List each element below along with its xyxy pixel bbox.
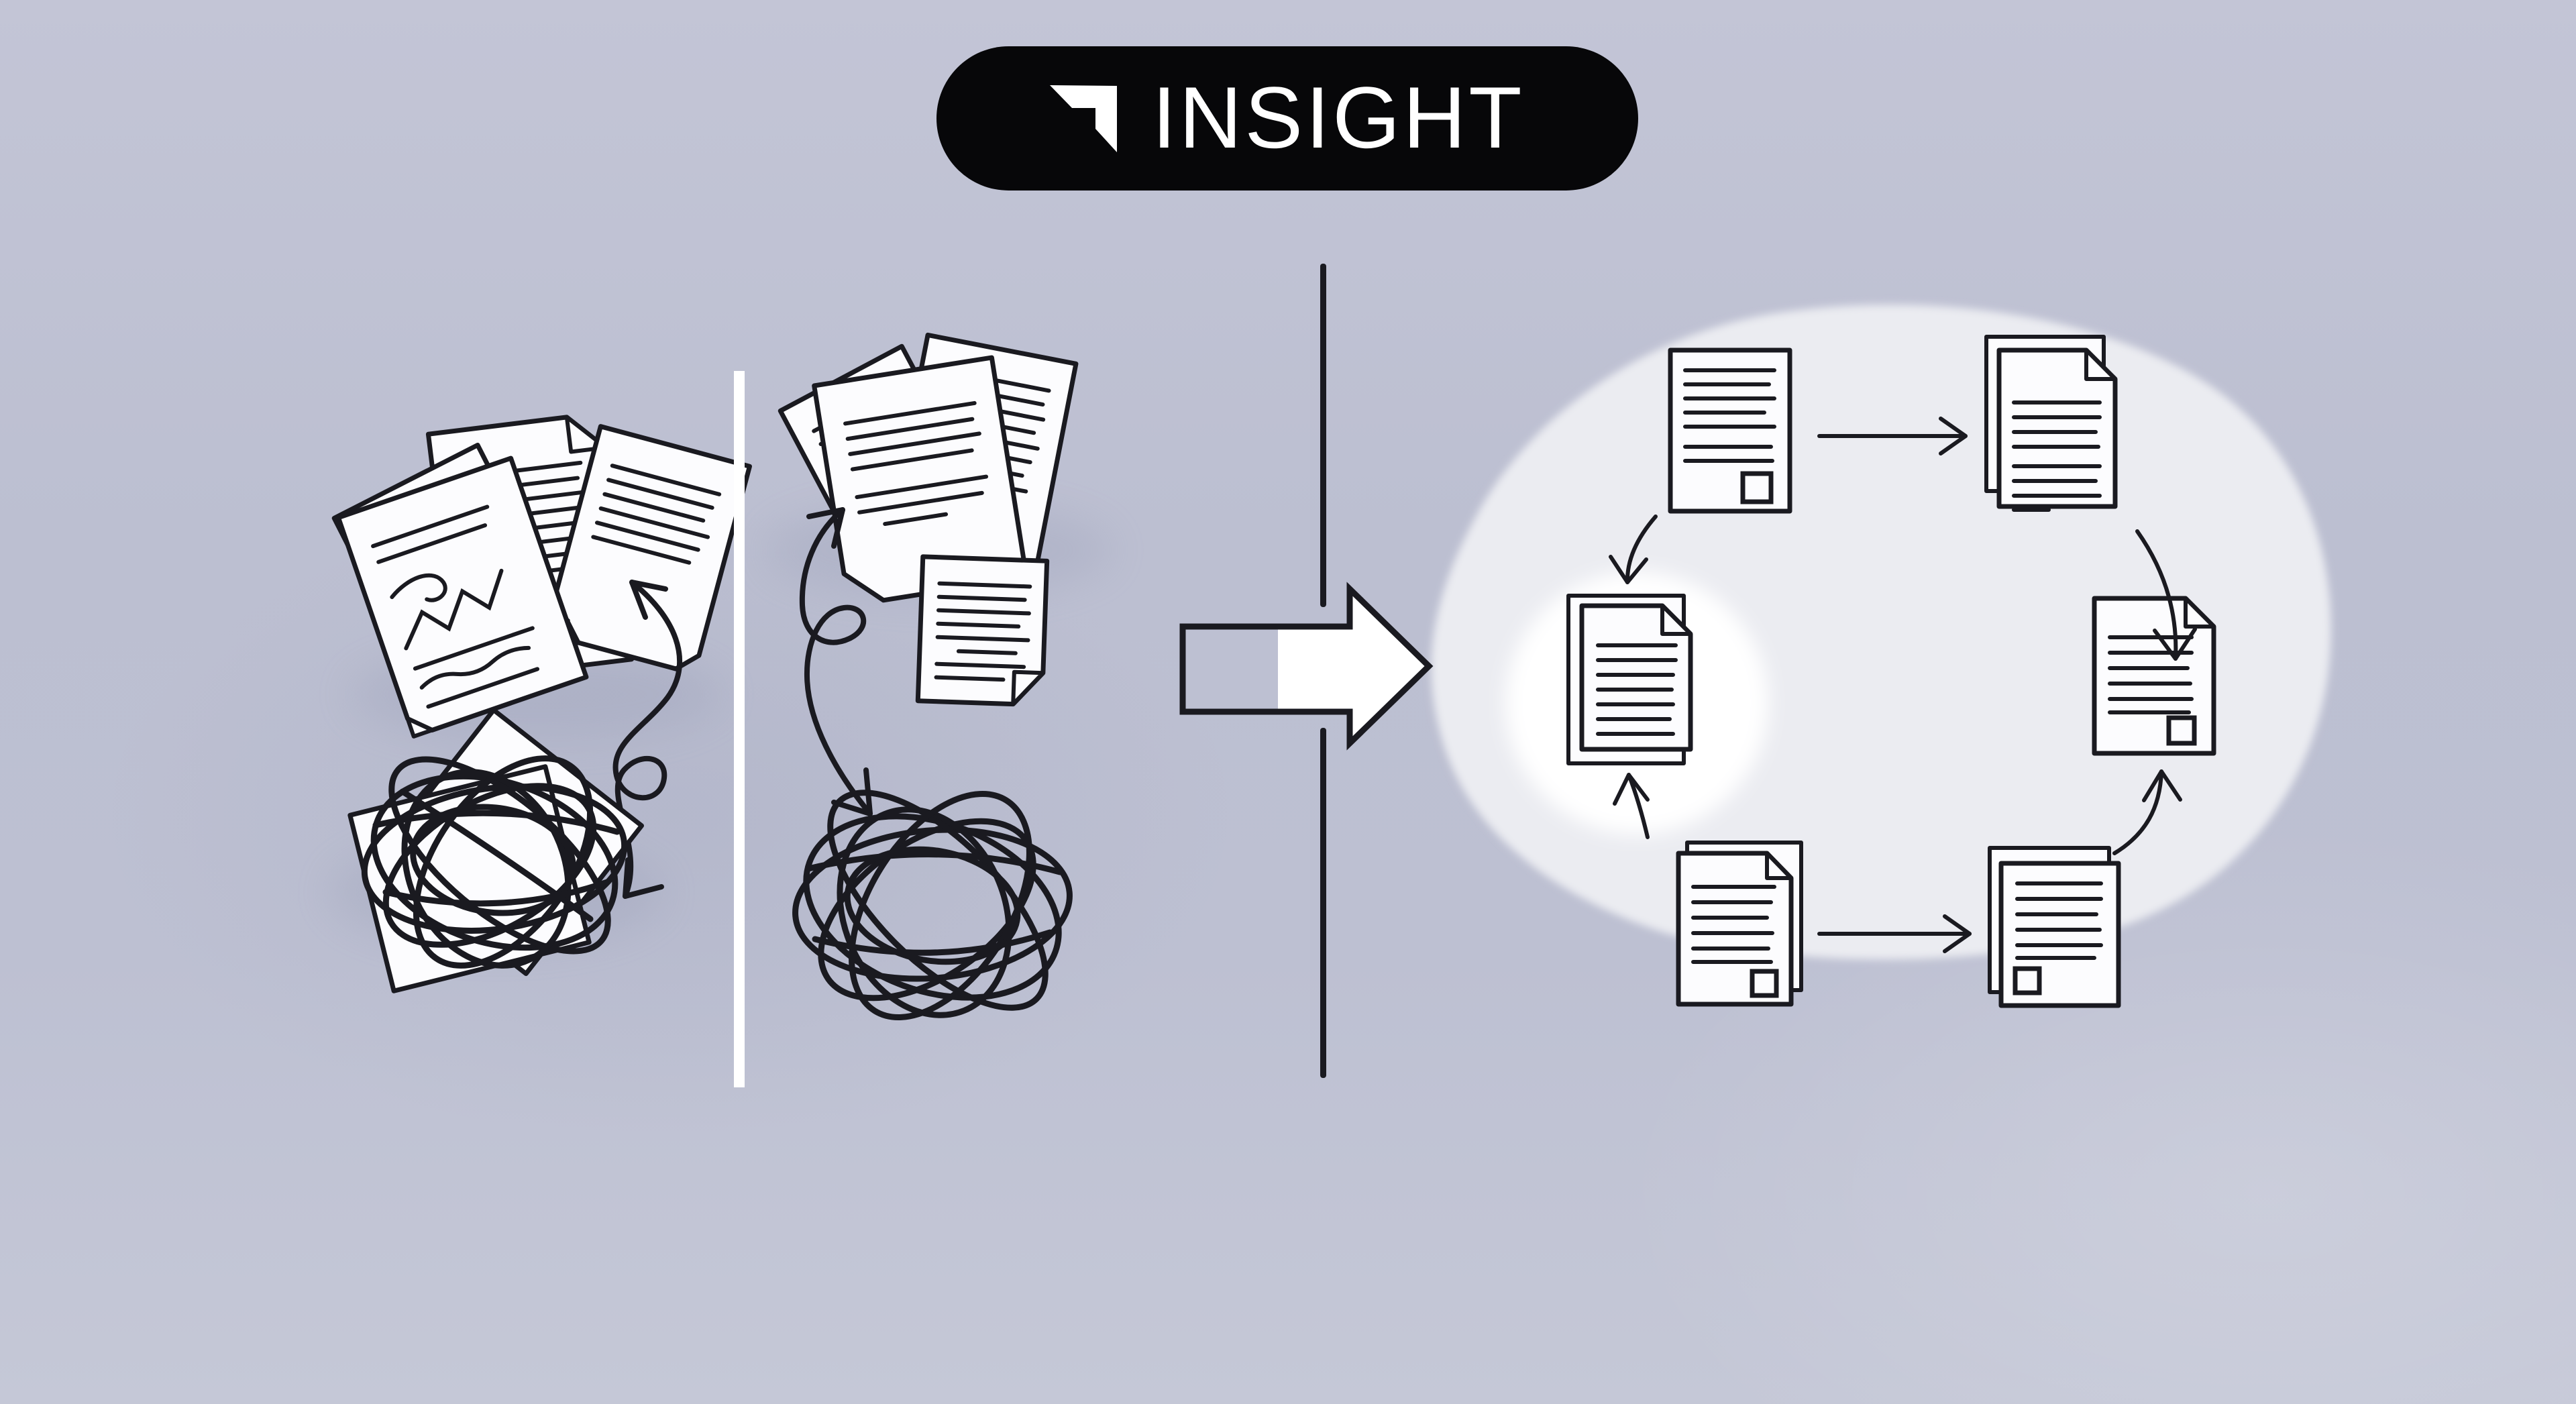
insight-flag-icon: [1050, 85, 1118, 152]
arrow-top: [1817, 417, 1968, 455]
chaos-loop-arrow-middle: [799, 507, 873, 816]
document-chart-icon: [335, 455, 589, 739]
doc-bottom-right: [1988, 846, 2121, 1008]
doc-top-left: [1668, 347, 1792, 514]
panel-left-chaos: [331, 415, 752, 993]
arrow-topright-down: [2135, 529, 2197, 661]
chaos-to-order-arrow: [1179, 582, 1434, 751]
doc-top-right: [1984, 335, 2118, 512]
badge-label: INSIGHT: [1152, 68, 1525, 166]
doc-bottom-left: [1676, 841, 1803, 1007]
scribble-tangle: [792, 790, 1073, 1020]
arrow-bottomleft-up: [1613, 773, 1650, 839]
arrow-topleft-down: [1609, 515, 1658, 584]
single-document: [915, 554, 1050, 707]
panel-divider-line: [734, 371, 745, 1087]
scribble-tangle-on-papers: [347, 707, 645, 993]
arrow-bottomright-up: [2112, 769, 2182, 855]
panel-middle-chaos: [777, 332, 1079, 1020]
panel-right-order: [1566, 335, 2216, 1008]
cycle-arrows: [1609, 417, 2197, 953]
messy-document-pile: [331, 415, 752, 739]
insight-badge: INSIGHT: [936, 46, 1638, 191]
scribble-tangle: [361, 755, 628, 969]
center-divider-line: [1320, 264, 1326, 1078]
arrow-bottom: [1817, 914, 1972, 953]
doc-right: [2092, 596, 2216, 756]
doc-center-highlighted: [1566, 594, 1693, 765]
chaos-loop-arrow-left: [612, 580, 683, 899]
